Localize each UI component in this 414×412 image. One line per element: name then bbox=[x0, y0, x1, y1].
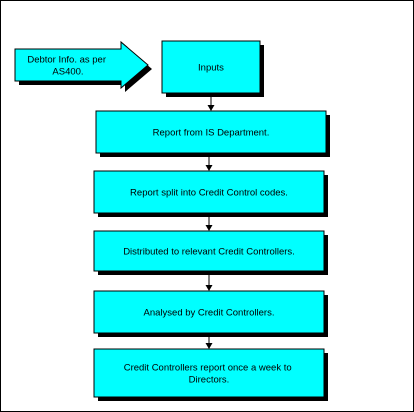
weekly-report-box-label-line: Credit Controllers report once a week to bbox=[124, 363, 292, 374]
weekly-report-box-label-line: Directors. bbox=[189, 375, 230, 386]
analysed-box-label-line: Analysed by Credit Controllers. bbox=[144, 308, 275, 319]
report-split-box-label-line: Report split into Credit Control codes. bbox=[130, 188, 288, 199]
analysed-box: Analysed by Credit Controllers. bbox=[93, 290, 325, 334]
connector-arrowhead bbox=[205, 165, 213, 171]
report-from-is-box-label: Report from IS Department. bbox=[153, 128, 270, 139]
connector-arrowhead bbox=[205, 285, 213, 291]
inputs-box-shape bbox=[161, 40, 261, 94]
source-arrow-label: Debtor Info. as per AS400. bbox=[27, 55, 108, 78]
source-arrow-shape bbox=[14, 40, 149, 90]
connector-arrowhead bbox=[207, 105, 215, 111]
report-from-is-box-label-line: Report from IS Department. bbox=[153, 128, 270, 139]
distributed-box-shape bbox=[93, 230, 325, 272]
report-split-box: Report split into Credit Control codes. bbox=[93, 170, 325, 214]
analysed-box-label: Analysed by Credit Controllers. bbox=[144, 308, 275, 319]
report-split-box-label: Report split into Credit Control codes. bbox=[130, 188, 288, 199]
source-arrow-label-line: AS400. bbox=[52, 67, 83, 78]
distributed-box-label-line: Distributed to relevant Credit Controlle… bbox=[123, 247, 295, 258]
inputs-box: Inputs bbox=[161, 40, 261, 94]
weekly-report-box: Credit Controllers report once a week to… bbox=[93, 348, 325, 398]
connector-arrowhead bbox=[205, 225, 213, 231]
inputs-box-label: Inputs bbox=[198, 63, 224, 74]
source-arrow-label-line: Debtor Info. as per bbox=[27, 55, 106, 66]
analysed-box-shape bbox=[93, 290, 325, 334]
report-from-is-box-shape bbox=[95, 110, 327, 154]
report-split-box-shape bbox=[93, 170, 325, 214]
weekly-report-box-shape bbox=[93, 348, 325, 398]
node-layer: Debtor Info. as per AS400. Inputs Report… bbox=[14, 40, 327, 398]
distributed-box: Distributed to relevant Credit Controlle… bbox=[93, 230, 325, 272]
distributed-box-label: Distributed to relevant Credit Controlle… bbox=[123, 247, 295, 258]
source-arrow-node: Debtor Info. as per AS400. bbox=[14, 40, 149, 90]
inputs-box-label-line: Inputs bbox=[198, 63, 224, 74]
shadow-layer bbox=[19, 45, 330, 401]
report-from-is-box: Report from IS Department. bbox=[95, 110, 327, 154]
weekly-report-box-label: Credit Controllers report once a week to… bbox=[124, 363, 295, 386]
connector-arrowhead bbox=[205, 343, 213, 349]
connector-layer bbox=[205, 93, 215, 349]
